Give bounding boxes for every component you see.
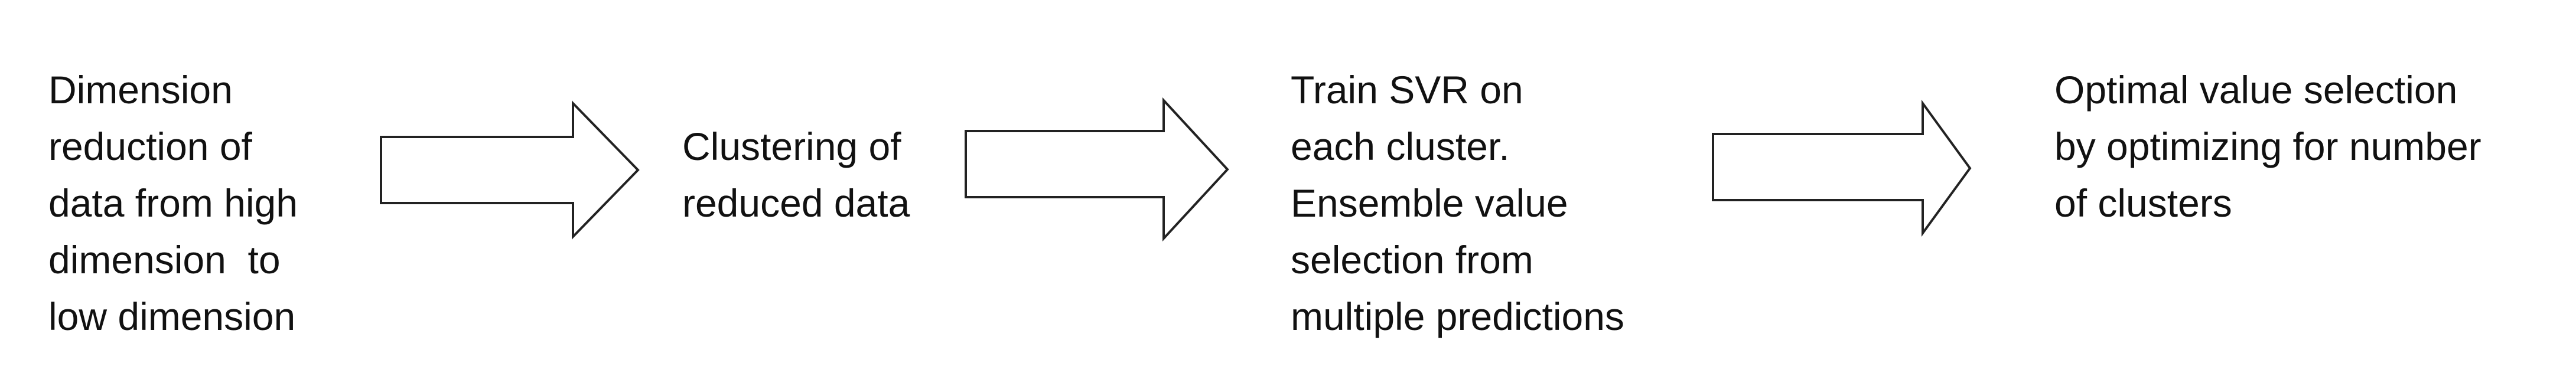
step-1-line-4: dimension to: [48, 238, 281, 282]
step-clustering: Clustering of reduced data: [682, 118, 910, 231]
step-1-line-5: low dimension: [48, 295, 296, 338]
step-4-line-1: Optimal value selection: [2054, 68, 2458, 112]
step-4-line-2: by optimizing for number: [2054, 125, 2481, 168]
step-4-line-3: of clusters: [2054, 181, 2232, 225]
step-3-line-5: multiple predictions: [1291, 295, 1624, 338]
step-2-line-1: Clustering of: [682, 125, 901, 168]
step-2-line-2: reduced data: [682, 181, 910, 225]
step-3-line-1: Train SVR on: [1291, 68, 1523, 112]
step-dimension-reduction: Dimension reduction of data from high di…: [48, 61, 298, 345]
step-1-line-2: reduction of: [48, 125, 252, 168]
right-arrow-icon: [380, 100, 640, 240]
step-3-line-2: each cluster.: [1291, 125, 1510, 168]
right-arrow-icon: [1712, 99, 1972, 237]
step-3-line-4: selection from: [1291, 238, 1533, 282]
step-3-line-3: Ensemble value: [1291, 181, 1568, 225]
step-train-svr: Train SVR on each cluster. Ensemble valu…: [1291, 61, 1624, 345]
step-1-line-1: Dimension: [48, 68, 233, 112]
step-1-line-3: data from high: [48, 181, 298, 225]
right-arrow-icon: [965, 97, 1229, 242]
step-optimal-value-selection: Optimal value selection by optimizing fo…: [2054, 61, 2481, 231]
